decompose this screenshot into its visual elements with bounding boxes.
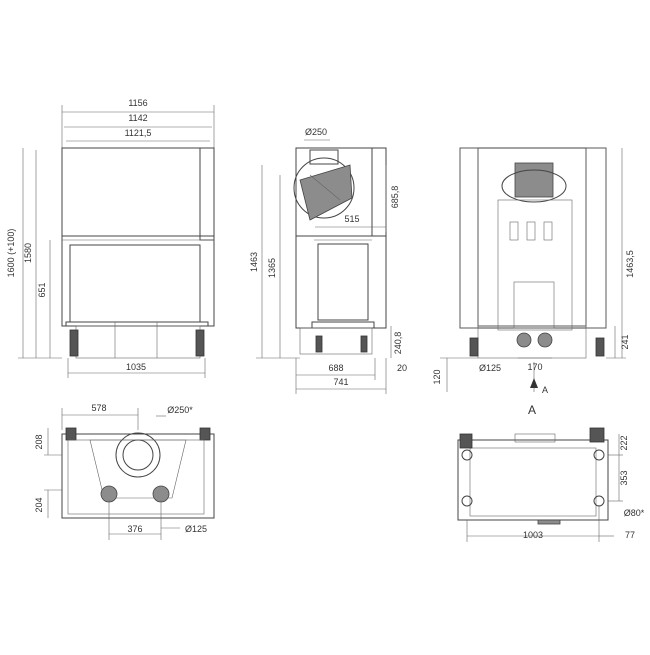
bottom-hole-d80: Ø80* bbox=[624, 508, 645, 518]
side-flue-d250: Ø250 bbox=[305, 127, 327, 137]
front-height-651: 651 bbox=[37, 282, 47, 297]
rear-arrow-label: A bbox=[542, 385, 548, 395]
bottom-view: 222 353 Ø80* 1003 77 bbox=[457, 427, 645, 542]
side-height-1365: 1365 bbox=[267, 258, 277, 278]
front-width-1121: 1121,5 bbox=[125, 128, 152, 138]
front-height-1600: 1600 (+100) bbox=[6, 229, 16, 278]
front-width-1035: 1035 bbox=[126, 362, 146, 372]
bottom-width-77: 77 bbox=[625, 530, 635, 540]
rear-height-120: 120 bbox=[432, 369, 442, 384]
front-width-1142: 1142 bbox=[128, 113, 147, 123]
top-flue-d250: Ø250* bbox=[167, 405, 193, 415]
top-depth-204: 204 bbox=[34, 497, 44, 512]
top-depth-208: 208 bbox=[34, 434, 44, 449]
bottom-depth-353: 353 bbox=[619, 470, 629, 485]
view-label-a: A bbox=[528, 403, 536, 417]
bottom-depth-222: 222 bbox=[619, 435, 629, 450]
top-width-578: 578 bbox=[91, 403, 106, 413]
side-depth-515: 515 bbox=[344, 214, 359, 224]
top-view: 578 Ø250* 208 204 376 Ø125 bbox=[34, 403, 215, 540]
rear-height-1463: 1463,5 bbox=[625, 250, 635, 278]
side-depth-741: 741 bbox=[333, 377, 348, 387]
rear-view: 1463,5 241 120 Ø125 170 A A bbox=[432, 147, 635, 417]
side-height-1463: 1463 bbox=[249, 252, 259, 272]
top-width-376: 376 bbox=[127, 524, 142, 534]
rear-height-241: 241 bbox=[620, 334, 630, 349]
bottom-width-1003: 1003 bbox=[523, 530, 543, 540]
side-height-685: 685,8 bbox=[390, 186, 400, 209]
front-height-1580: 1580 bbox=[23, 243, 33, 263]
top-pipe-d125: Ø125 bbox=[185, 524, 207, 534]
side-depth-688: 688 bbox=[328, 363, 343, 373]
front-view: 1156 1142 1121,5 1600 (+100) 1580 651 10… bbox=[6, 98, 215, 378]
side-view: Ø250 515 685,8 1463 1365 240,8 688 741 bbox=[249, 127, 407, 394]
rear-width-170: 170 bbox=[527, 362, 542, 372]
front-width-1156: 1156 bbox=[128, 98, 147, 108]
side-height-240: 240,8 bbox=[393, 332, 403, 355]
rear-pipe-d125: Ø125 bbox=[479, 363, 501, 373]
side-depth-20: 20 bbox=[397, 363, 407, 373]
